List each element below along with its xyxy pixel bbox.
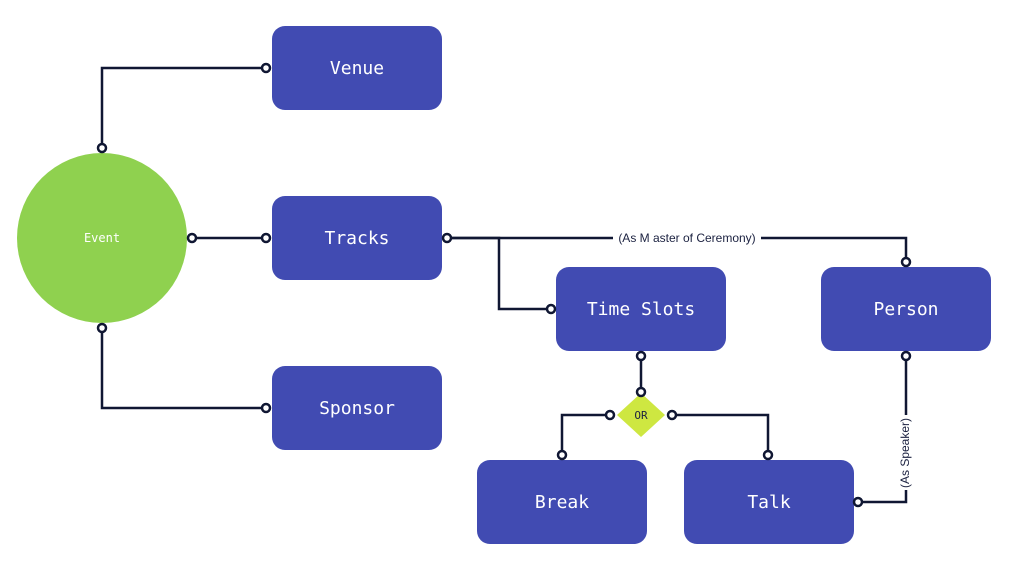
connector-dot [260, 232, 272, 244]
event-venue-connector [100, 66, 266, 148]
connector-dot [762, 449, 774, 461]
connector-dot [260, 402, 272, 414]
venue-node[interactable]: Venue [272, 26, 442, 110]
connector-dot [556, 449, 568, 461]
connector-dot [186, 232, 198, 244]
connector-dot [96, 322, 108, 334]
or-diamond [617, 393, 665, 437]
talk-node[interactable]: Talk [684, 460, 854, 544]
event-sponsor-connector [100, 328, 266, 410]
connector-dot [900, 350, 912, 362]
break-node[interactable]: Break [477, 460, 647, 544]
connector-dot [900, 256, 912, 268]
tracks-timeslots-connector [447, 236, 551, 311]
tracks-person-connector-right [761, 236, 908, 262]
sponsor-label: Sponsor [319, 398, 395, 419]
person-label: Person [873, 299, 938, 320]
connector-endpoints [96, 62, 912, 508]
speaker-label: (As Speaker) [898, 418, 912, 488]
or-break-connector [560, 413, 610, 455]
time-slots-label: Time Slots [587, 299, 695, 320]
or-label: OR [634, 409, 648, 422]
connector-dot [441, 232, 453, 244]
connector-dot [260, 62, 272, 74]
connector-dot [545, 303, 557, 315]
venue-label: Venue [330, 58, 384, 79]
connector-dot [635, 386, 647, 398]
event-node[interactable]: Event [17, 153, 187, 323]
event-label: Event [84, 231, 120, 245]
or-node[interactable]: OR [617, 393, 665, 437]
tracks-box [272, 196, 442, 280]
connector-dot [852, 496, 864, 508]
sponsor-node[interactable]: Sponsor [272, 366, 442, 450]
connector-dot [666, 409, 678, 421]
time-slots-node[interactable]: Time Slots [556, 267, 726, 351]
connector-dot [604, 409, 616, 421]
master-of-ceremony-label: (As M aster of Ceremony) [618, 231, 755, 245]
or-talk-connector [672, 413, 770, 455]
time-slots-box [556, 267, 726, 351]
break-box [477, 460, 647, 544]
talk-box [684, 460, 854, 544]
tracks-label: Tracks [324, 228, 389, 249]
person-node[interactable]: Person [821, 267, 991, 351]
connector-dot [96, 142, 108, 154]
person-box [821, 267, 991, 351]
venue-box [272, 26, 442, 110]
tracks-node[interactable]: Tracks [272, 196, 442, 280]
event-circle [17, 153, 187, 323]
connector-dot [635, 350, 647, 362]
connectors [100, 66, 908, 504]
sponsor-box [272, 366, 442, 450]
break-label: Break [535, 492, 589, 513]
person-speaker-connector-bottom [858, 490, 908, 504]
talk-label: Talk [747, 492, 791, 513]
